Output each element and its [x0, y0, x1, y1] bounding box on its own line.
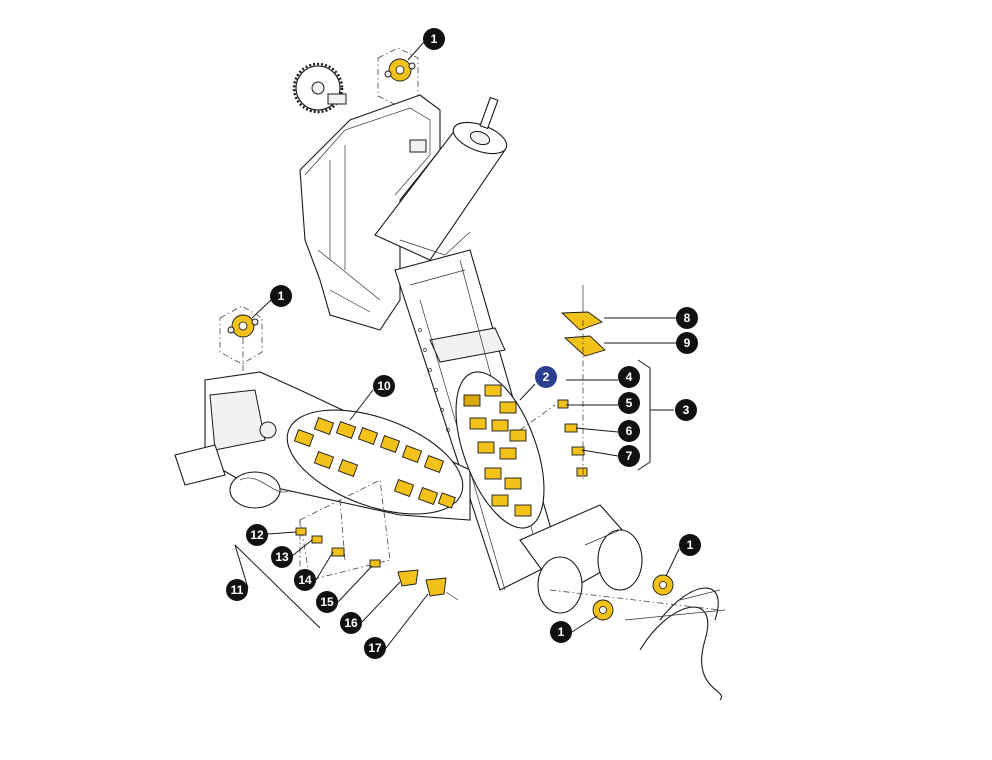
part-4-link [557, 399, 569, 409]
callout-15: 15 [316, 591, 338, 613]
part-17-paddle [425, 577, 447, 597]
callout-9: 9 [676, 332, 698, 354]
callout-1-bottom-label: 1 [558, 625, 565, 639]
callout-1-bottom: 1 [550, 621, 572, 643]
callout-1-bottom-right: 1 [679, 534, 701, 556]
part-14 [331, 547, 345, 557]
chain-10-paddles [293, 417, 456, 509]
part-7-link [576, 467, 588, 477]
parts-4-to-9 [519, 285, 606, 480]
callout-4-label: 4 [626, 370, 633, 384]
part-15 [369, 559, 381, 568]
callout-4: 4 [618, 366, 640, 388]
chain-assembly-10 [286, 409, 464, 515]
callout-8: 8 [676, 307, 698, 329]
callout-16: 16 [340, 612, 362, 634]
chain-assembly-2 [455, 371, 545, 529]
callout-10-label: 10 [377, 379, 391, 393]
callout-9-label: 9 [684, 336, 691, 350]
part-6-link [571, 446, 585, 456]
callout-13-label: 13 [275, 550, 289, 564]
callout-3-label: 3 [683, 403, 690, 417]
callout-7: 7 [618, 445, 640, 467]
part-12 [295, 527, 307, 536]
leader-lines [234, 41, 680, 649]
callout-12-label: 12 [250, 528, 264, 542]
callout-11: 11 [226, 579, 248, 601]
callout-1-bottom-right-label: 1 [687, 538, 694, 552]
callout-markers: 1 1 1 1 2 3 4 5 [226, 28, 701, 659]
upper-drive-housing [299, 94, 441, 331]
part-13 [311, 535, 323, 544]
callout-1-left: 1 [270, 285, 292, 307]
top-gear-wheel [292, 62, 344, 114]
parts-12-to-17 [295, 479, 459, 601]
chain-2-paddles [463, 384, 532, 517]
top-yellow-sprocket [384, 58, 416, 82]
callout-10: 10 [373, 375, 395, 397]
left-sprocket-mount-outline [219, 305, 263, 365]
callout-17-label: 17 [368, 641, 382, 655]
callout-6-label: 6 [626, 424, 633, 438]
callout-6: 6 [618, 420, 640, 442]
callout-1-top-label: 1 [431, 32, 438, 46]
callout-11-label: 11 [231, 583, 244, 597]
callout-16-label: 16 [344, 616, 358, 630]
callout-13: 13 [271, 546, 293, 568]
part-16-paddle [397, 569, 419, 587]
top-sprocket-assembly [292, 47, 419, 114]
part-5-link [564, 423, 578, 433]
part-9-paddle [563, 335, 606, 357]
part-8-paddle [560, 311, 603, 331]
left-sprocket-assembly [219, 305, 263, 372]
left-yellow-sprocket [227, 314, 259, 338]
callout-3: 3 [675, 399, 697, 421]
bottom-sprocket-right [652, 574, 674, 596]
callout-14: 14 [294, 569, 316, 591]
callout-7-label: 7 [626, 449, 633, 463]
callout-2-label: 2 [543, 370, 550, 384]
callout-5-label: 5 [626, 396, 633, 410]
callout-5: 5 [618, 392, 640, 414]
top-bearing [327, 93, 347, 105]
callout-8-label: 8 [684, 311, 691, 325]
callout-1-left-label: 1 [278, 289, 285, 303]
callout-15-label: 15 [320, 595, 334, 609]
callout-2: 2 [535, 366, 557, 388]
bottom-auger-assembly [519, 504, 726, 701]
inclined-auger-tube [374, 96, 508, 261]
callout-12: 12 [246, 524, 268, 546]
callout-1-top: 1 [423, 28, 445, 50]
auger-flighting [624, 587, 726, 701]
callout-14-label: 14 [298, 573, 312, 587]
callout-17: 17 [364, 637, 386, 659]
bottom-sprocket-left [592, 599, 614, 621]
